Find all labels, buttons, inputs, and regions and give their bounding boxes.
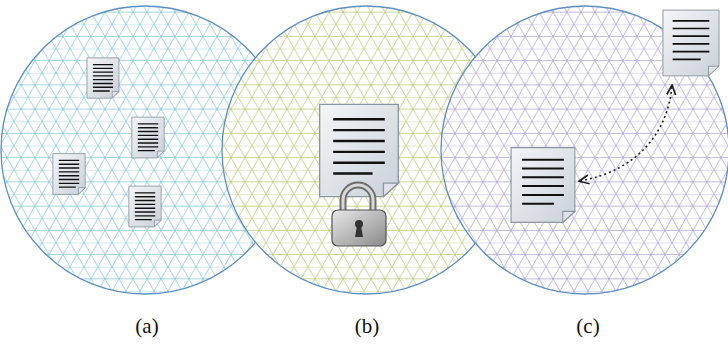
document-icon xyxy=(129,186,161,227)
document-icon xyxy=(87,58,119,98)
transfer-arrow xyxy=(580,86,672,181)
mesh-circle xyxy=(441,6,728,294)
document-icon xyxy=(511,148,575,223)
panel-label: (a) xyxy=(135,314,158,339)
panel-label: (c) xyxy=(576,314,599,339)
document-icon xyxy=(132,117,164,158)
panel-label: (b) xyxy=(355,314,380,339)
document-icon xyxy=(53,154,85,195)
document-icon xyxy=(663,10,719,76)
padlock-icon xyxy=(332,185,386,246)
